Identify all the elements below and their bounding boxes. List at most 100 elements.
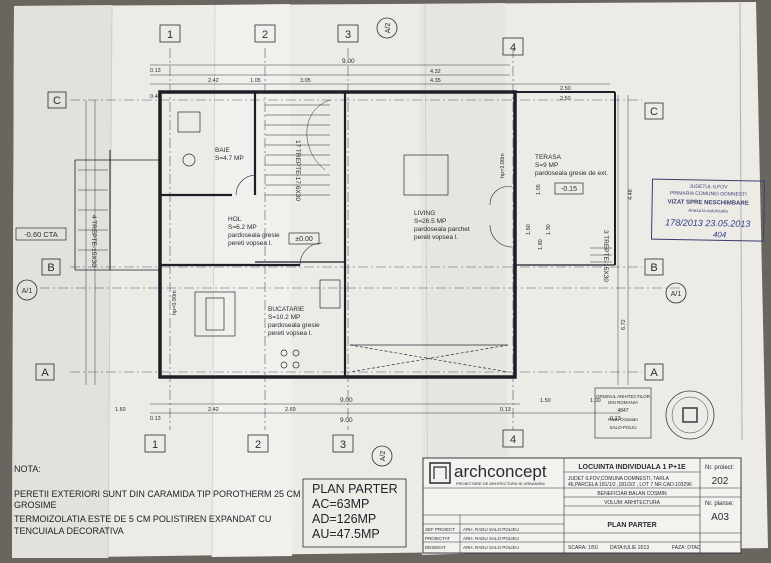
scale: SCARA: 1/50 [568,545,598,551]
axis-label: 3 [345,29,351,41]
stair-label: 4 TREPTE-15X30 [90,215,97,267]
axis-label: C [650,106,658,118]
opening-label: hp=0.90m [172,290,178,315]
axis-label: 2 [255,439,261,451]
phase: FAZA: DTAC [672,545,701,551]
svg-text:DIN ROMANIA: DIN ROMANIA [608,400,638,405]
svg-text:Radu Octavian: Radu Octavian [608,417,638,422]
area-ac: AC=63MP [312,497,369,511]
axis-bubble-1 [144,434,166,453]
plan-no: A03 [711,512,729,523]
section-label: A/2 [380,451,387,462]
room-terasa-floor: pardoseala gresie de ext. [535,170,608,177]
axis-label: 3 [340,439,346,451]
level-marker-box [15,227,67,241]
svg-text:404: 404 [713,230,727,239]
stair-label: 17 TREPTE-17,6X30 [294,140,301,201]
sheet-name: PLAN PARTER [607,522,656,529]
room-bucatarie-area: S=10.2 MP [268,314,300,321]
areas-box [302,478,407,548]
axis-label: 4 [510,42,516,54]
room-hol-walls: pereti vopsea l. [228,240,272,247]
section-label: A/1 [671,291,682,298]
project-no-label: Nr. proiect: [705,465,734,471]
dim-text: 4.32 [430,69,441,75]
project-title: LOCUINTA INDIVIDUALA 1 P+1E [578,464,686,471]
room-labels: BAIE S=4.7 MP HOL S=6.2 MP pardoseala gr… [215,147,608,337]
axis-bubble-4 [502,37,524,56]
title-block: archconcept PROIECTARE DE ARHITECTURA SI… [422,457,742,554]
dim-text: 0.40 [150,94,161,100]
axis-label: B [650,262,657,274]
room-hol-area: S=6.2 MP [228,224,257,231]
municipal-stamp: JUDETUL ILFOV PRIMARIA COMUNEI DOMNESTI … [650,178,766,242]
dim-text: 2.42 [208,407,219,413]
dim-text: 2.42 [208,78,219,84]
axis-label: 1 [167,29,173,41]
level-marker-zero: ±0.00 [295,236,313,243]
beneficiary: BENEFICIAR:BALAN COSMIN [597,491,667,497]
svg-text:ORDINUL ARHITECTILOR: ORDINUL ARHITECTILOR [596,394,651,399]
note-line: TERMOIZOLATIA ESTE DE 5 CM POLISTIREN EX… [14,514,271,524]
dim-text: 1.05 [536,184,542,195]
volume: VOLUM: ARHITECTURA [604,500,661,506]
svg-text:VIZAT SPRE NESCHIMBARE: VIZAT SPRE NESCHIMBARE [667,199,748,206]
paper-sheet [12,2,768,558]
level-marker-terrace: -0.15 [561,186,577,193]
address-line: JUDET ILFOV,COMUNA DOMNESTI, TARLA [568,476,670,482]
dim-text: 1.00 [590,398,601,404]
axis-bubble-2 [247,434,269,453]
dim-text: 6.72 [621,319,627,330]
dim-text: 0.13 [150,68,161,74]
brand-name: archconcept [454,462,547,481]
opening-label: hp=2.00m [500,153,506,178]
project-no: 202 [712,476,729,487]
date: DATA:IULIE 2013 [610,545,649,551]
axis-label: 2 [262,29,268,41]
grid-bubbles-top: 1 2 3 4 [159,24,524,56]
grid-bubbles-rows: C B A C B A [35,91,664,381]
room-bucatarie-floor: pardoseala gresie [268,322,320,329]
svg-text:SALO-POLIU: SALO-POLIU [609,425,636,430]
dim-text: 1.50 [540,398,551,404]
stair-steps [78,99,612,263]
stair-label: 3 TREPTE-15X30 [602,230,609,282]
axis-label: 1 [152,439,158,451]
dim-text: 2.69 [285,407,296,413]
section-label: A/2 [385,23,392,34]
fixtures [177,111,509,373]
dim-text: 0.13 [500,407,511,413]
axis-bubble-4 [502,429,524,448]
dim-text: 1.60 [526,224,532,235]
area-au: AU=47.5MP [312,527,380,541]
level-marker-box [554,182,584,195]
svg-text:Anexa la autorizatia: Anexa la autorizatia [688,208,728,214]
role-name: ARH. RADU SALO POLIEU [463,536,519,541]
room-living-area: S=26.5 MP [414,218,446,225]
dimension-lines [85,64,629,414]
note-line: PERETII EXTERIORI SUNT DIN CARAMIDA TIP … [14,489,301,499]
architect-stamp: ORDINUL ARHITECTILOR DIN ROMANIA 4847 Ra… [594,387,715,440]
axis-label: A [650,367,658,379]
dim-text: 0.13 [610,416,621,422]
dim-text: 4.35 [430,78,441,84]
room-terasa-name: TERASA [535,154,562,161]
axis-bubble-3 [332,434,354,453]
room-bucatarie-walls: pereti vopsea l. [268,330,312,337]
dim-text: 9.00 [340,417,353,424]
dim-text: 1.30 [546,224,552,235]
axis-label: C [53,95,61,107]
axis-label: 4 [510,434,516,446]
archconcept-logo-icon [429,462,451,484]
role-name: ARH. RADU SALO POLIEU [463,545,519,550]
dim-text: 4.48 [628,189,634,200]
room-baie-area: S=4.7 MP [215,155,244,162]
dim-text: 1.05 [250,78,261,84]
room-hol-floor: pardoseala gresie [228,232,280,239]
axis-lines [40,48,680,430]
room-baie-name: BAIE [215,147,230,154]
dim-text: 9.00 [342,58,355,65]
axis-label: B [47,262,54,274]
svg-text:4847: 4847 [617,408,628,414]
